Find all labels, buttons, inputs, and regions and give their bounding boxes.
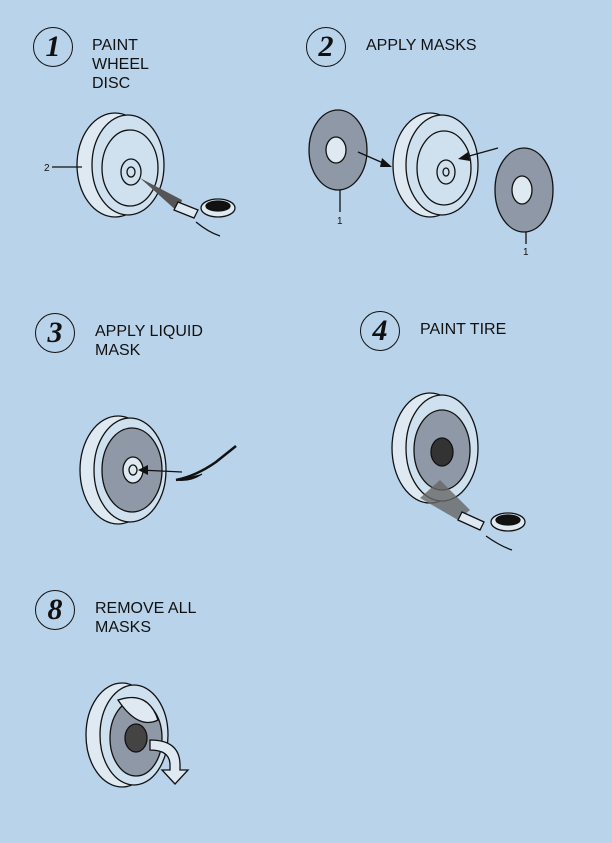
step-1-number: 1: [33, 27, 73, 67]
step-2-mask-right: 1: [494, 147, 554, 258]
step-4-number: 4: [360, 311, 400, 351]
step-4-wheel: [391, 392, 479, 504]
step-3-number: 3: [35, 313, 75, 353]
airbrush-icon: [140, 178, 236, 237]
brush-icon: [138, 445, 237, 482]
step-2-mask-left: 1: [308, 109, 368, 227]
step-4-title: PAINT TIRE: [420, 321, 507, 338]
peel-arrow-icon: [149, 739, 190, 785]
step-2-callout-left: 1: [337, 216, 343, 227]
step-8-wheel: [85, 682, 169, 788]
step-1-title: PAINT WHEEL DISC: [92, 37, 149, 92]
airbrush-icon: [420, 480, 526, 551]
step-3-wheel: [79, 415, 167, 525]
step-8-title: REMOVE ALL MASKS: [95, 600, 196, 636]
step-8-number: 8: [35, 590, 75, 630]
step-1-wheel: 2: [44, 112, 165, 218]
step-2-wheel: [392, 112, 479, 218]
step-2-callout-right: 1: [523, 247, 529, 258]
step-1-callout: 2: [44, 163, 50, 174]
step-2-number: 2: [306, 27, 346, 67]
step-3-title: APPLY LIQUID MASK: [95, 323, 203, 359]
step-2-title: APPLY MASKS: [366, 37, 477, 54]
